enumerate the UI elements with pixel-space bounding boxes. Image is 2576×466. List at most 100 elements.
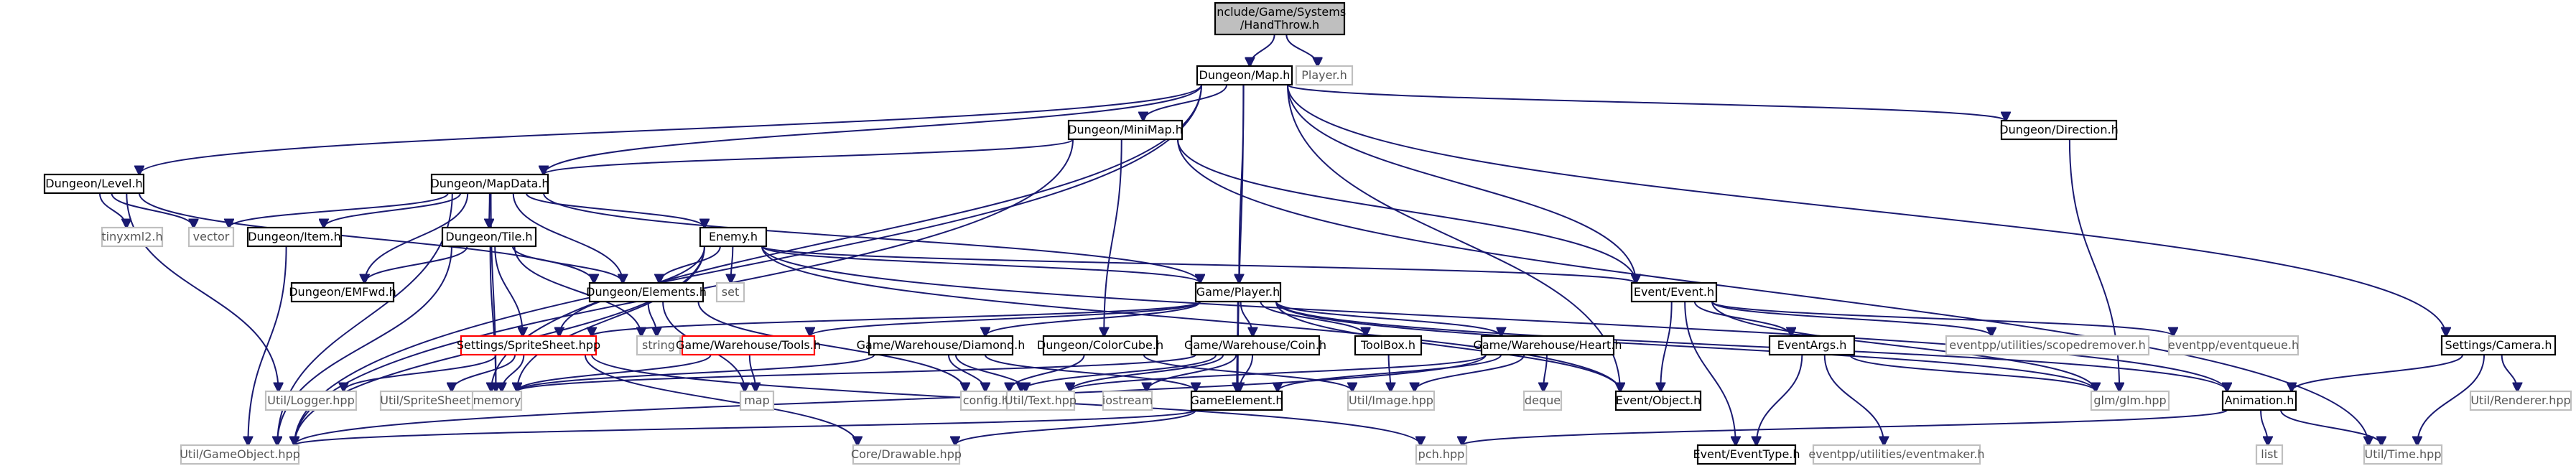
node-colorcube[interactable]: Dungeon/ColorCube.h bbox=[1037, 335, 1163, 356]
node-gameobject: Util/GameObject.hpp bbox=[180, 444, 300, 465]
edge-coin-to-config bbox=[1021, 354, 1217, 391]
node-eventobject[interactable]: Event/Object.h bbox=[1614, 390, 1702, 411]
edge-gameplayer-to-tools bbox=[810, 301, 1201, 336]
node-spritesheet_s[interactable]: Settings/SpriteSheet.hpp bbox=[457, 335, 600, 356]
node-label-eventtype: Event/EventType.h bbox=[1693, 447, 1800, 461]
node-box-minimap bbox=[1067, 119, 1184, 141]
node-box-iostream bbox=[1102, 390, 1153, 411]
node-map[interactable]: Dungeon/Map.h bbox=[1196, 65, 1293, 86]
edge-gameplayer-to-glm bbox=[1275, 301, 2096, 391]
edge-level-to-elements bbox=[139, 192, 594, 283]
node-tools[interactable]: Game/Warehouse/Tools.h bbox=[676, 335, 821, 356]
node-box-mapdata bbox=[430, 173, 549, 195]
node-enemy[interactable]: Enemy.h bbox=[699, 226, 768, 248]
node-box-string bbox=[636, 335, 682, 356]
node-label-glm: glm/glm.hpp bbox=[2093, 393, 2166, 407]
edge-tile-to-spritesheet_s bbox=[494, 246, 523, 336]
node-label-util_sprite: Util/SpriteSheet.hpp bbox=[380, 393, 496, 407]
node-camera[interactable]: Settings/Camera.h bbox=[2440, 335, 2557, 356]
node-label-event: Event/Event.h bbox=[1634, 285, 1714, 299]
node-label-eventobject: Event/Object.h bbox=[1616, 393, 1701, 407]
edge-enemy-to-set bbox=[731, 246, 733, 283]
node-eventmaker: eventpp/utilities/eventmaker.h bbox=[1808, 444, 1985, 465]
edge-mapdata-to-vector bbox=[229, 192, 449, 228]
node-toolbox[interactable]: ToolBox.h bbox=[1354, 335, 1423, 356]
edge-handthrow-to-map bbox=[1250, 34, 1275, 66]
node-logger: Util/Logger.hpp bbox=[264, 390, 358, 411]
edge-handthrow-to-player_h bbox=[1285, 34, 1317, 66]
node-emfwd[interactable]: Dungeon/EMFwd.h bbox=[289, 281, 396, 303]
edge-map-to-event bbox=[1287, 84, 1636, 283]
edge-minimap-to-mapdata bbox=[544, 139, 1074, 174]
node-label-tools: Game/Warehouse/Tools.h bbox=[676, 338, 821, 352]
node-box-image bbox=[1347, 390, 1436, 411]
node-label-gameelement: GameElement.h bbox=[1190, 393, 1283, 407]
node-label-toolbox: ToolBox.h bbox=[1360, 338, 1415, 352]
node-gameplayer[interactable]: Game/Player.h bbox=[1194, 281, 1282, 303]
node-eventargs[interactable]: EventArgs.h bbox=[1768, 335, 1856, 356]
edge-colorcube-to-config bbox=[1009, 354, 1085, 391]
node-box-elements bbox=[588, 281, 705, 303]
edge-gameplayer-to-heart bbox=[1275, 301, 1501, 336]
node-box-tile bbox=[441, 226, 537, 248]
node-label-emfwd: Dungeon/EMFwd.h bbox=[289, 285, 396, 299]
node-label-eventargs: EventArgs.h bbox=[1777, 338, 1847, 352]
edge-tile-to-string bbox=[513, 246, 641, 336]
node-label-pch: pch.hpp bbox=[1418, 447, 1465, 461]
edge-mapdata-to-gameplayer bbox=[543, 192, 1200, 283]
node-label-animation: Animation.h bbox=[2225, 393, 2294, 407]
node-mapdata[interactable]: Dungeon/MapData.h bbox=[430, 173, 549, 195]
node-label-logger: Util/Logger.hpp bbox=[267, 393, 355, 407]
node-eventtype[interactable]: Event/EventType.h bbox=[1693, 444, 1800, 465]
edge-camera-to-renderer bbox=[2501, 354, 2518, 391]
node-elements[interactable]: Dungeon/Elements.h bbox=[586, 281, 707, 303]
node-heart[interactable]: Game/Warehouse/Heart.h bbox=[1473, 335, 1622, 356]
node-direction[interactable]: Dungeon/Direction.h bbox=[1999, 119, 2119, 141]
node-eventqueue: eventpp/eventqueue.h bbox=[2168, 335, 2299, 356]
node-coin[interactable]: Game/Warehouse/Coin.h bbox=[1184, 335, 1326, 356]
node-label-list: list bbox=[2261, 447, 2278, 461]
node-image: Util/Image.hpp bbox=[1347, 390, 1436, 411]
node-gameelement[interactable]: GameElement.h bbox=[1190, 390, 1283, 411]
edge-camera-to-time bbox=[2417, 354, 2486, 445]
node-box-item bbox=[246, 226, 343, 248]
node-tile[interactable]: Dungeon/Tile.h bbox=[441, 226, 537, 248]
node-box-vector bbox=[187, 226, 235, 248]
node-box-eventmaker bbox=[1812, 444, 1981, 465]
node-label-camera: Settings/Camera.h bbox=[2445, 338, 2552, 352]
edge-gameplayer-to-toolbox bbox=[1260, 301, 1365, 336]
node-label-tinyxml: tinyxml2.h bbox=[101, 230, 162, 243]
edge-spritesheet_s-to-util_sprite bbox=[452, 354, 516, 391]
edge-gameelement-to-drawable bbox=[955, 409, 1196, 445]
node-label-elements: Dungeon/Elements.h bbox=[586, 285, 707, 299]
edge-coin-to-memory bbox=[517, 354, 1196, 391]
node-box-drawable bbox=[852, 444, 961, 465]
node-drawable: Core/Drawable.hpp bbox=[851, 444, 962, 465]
node-box-gameplayer bbox=[1194, 281, 1282, 303]
edge-level-to-tinyxml bbox=[98, 192, 126, 228]
node-event[interactable]: Event/Event.h bbox=[1630, 281, 1718, 303]
edge-tile-to-elements bbox=[511, 246, 623, 283]
node-handthrow[interactable]: include/Game/Systems/HandThrow.h bbox=[1214, 1, 1346, 36]
edge-gameplayer-to-spritesheet_s bbox=[592, 301, 1201, 336]
node-item[interactable]: Dungeon/Item.h bbox=[246, 226, 343, 248]
node-diamond[interactable]: Game/Warehouse/Diamond.h bbox=[857, 335, 1026, 356]
node-label-coin: Game/Warehouse/Coin.h bbox=[1184, 338, 1326, 352]
edge-mapdata-to-tile bbox=[489, 192, 490, 228]
node-box-tools bbox=[681, 335, 816, 356]
edge-enemy-to-elements bbox=[659, 246, 721, 283]
node-box-deque bbox=[1522, 390, 1563, 411]
node-label-set: set bbox=[722, 285, 739, 299]
node-animation[interactable]: Animation.h bbox=[2221, 390, 2297, 411]
node-box-colorcube bbox=[1042, 335, 1158, 356]
node-label-direction: Dungeon/Direction.h bbox=[1999, 123, 2118, 136]
node-level[interactable]: Dungeon/Level.h bbox=[43, 173, 145, 195]
node-layer: include/Game/Systems/HandThrow.hDungeon/… bbox=[43, 1, 2572, 465]
edge-tools-to-map_std bbox=[748, 354, 755, 391]
node-box-spritesheet_s bbox=[460, 335, 597, 356]
node-box-camera bbox=[2440, 335, 2557, 356]
edge-level-to-logger bbox=[126, 192, 278, 391]
node-minimap[interactable]: Dungeon/MiniMap.h bbox=[1067, 119, 1184, 141]
node-box-list bbox=[2255, 444, 2284, 465]
edge-spritesheet_s-to-drawable bbox=[584, 354, 857, 445]
